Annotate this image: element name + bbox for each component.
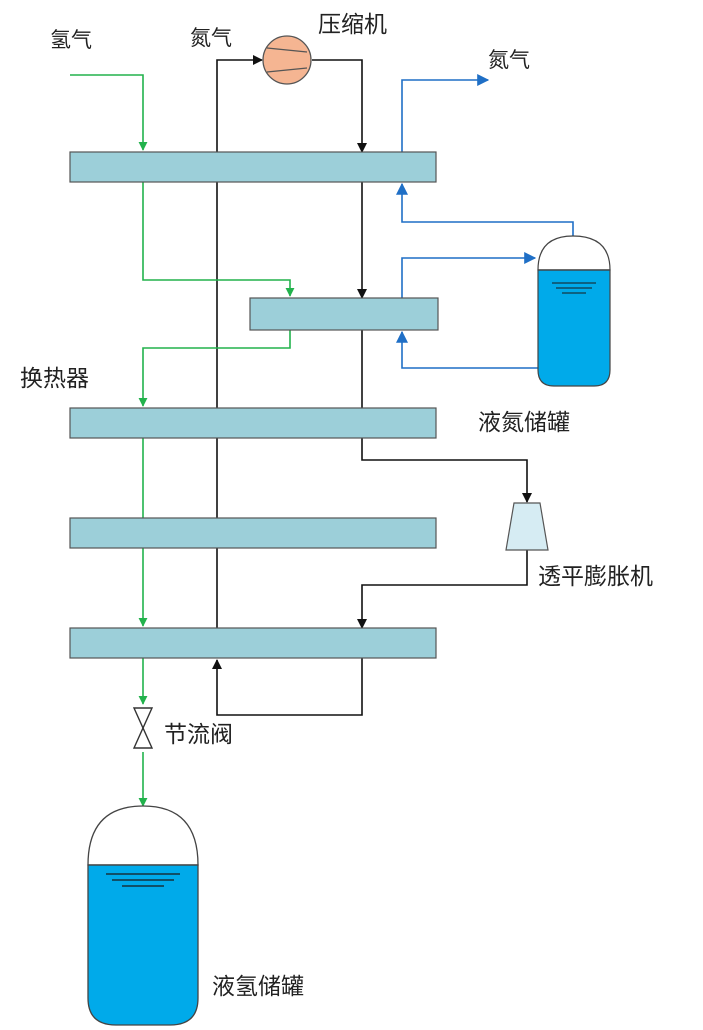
compressor-outlet-line bbox=[312, 59, 367, 153]
hydrogen-lines bbox=[70, 74, 295, 807]
turbine-expander-icon bbox=[505, 502, 549, 551]
ln2-to-hx2-line bbox=[396, 330, 538, 369]
heat-exchanger-4 bbox=[69, 517, 437, 549]
hx5-return-line bbox=[212, 658, 363, 716]
ln2-vapor-return-line bbox=[396, 182, 574, 248]
hydrogen-feed-label: 氢气 bbox=[50, 28, 92, 52]
turbo-expander-label: 透平膨胀机 bbox=[538, 564, 653, 590]
heat-exchanger-3 bbox=[69, 407, 437, 439]
heat-exchanger-2 bbox=[249, 297, 439, 331]
lh2-tank-label: 液氢储罐 bbox=[212, 974, 304, 1000]
heat-exchanger-5 bbox=[69, 627, 437, 659]
expander-to-hx5-line bbox=[357, 550, 528, 629]
ln2-tank-label: 液氮储罐 bbox=[478, 410, 570, 436]
lh2-storage-tank-icon bbox=[87, 805, 199, 1026]
hx3-to-expander-line bbox=[361, 438, 532, 503]
compressor-label: 压缩机 bbox=[318, 12, 387, 38]
nitrogen-vent-line bbox=[401, 74, 490, 152]
heat-exchanger-label: 换热器 bbox=[20, 366, 89, 392]
throttle-valve-label: 节流阀 bbox=[164, 722, 233, 748]
nitrogen-loop-label: 氮气 bbox=[190, 26, 232, 50]
nitrogen-loop-lines bbox=[212, 55, 532, 716]
throttle-valve-icon bbox=[132, 707, 154, 749]
heat-exchanger-1 bbox=[69, 151, 437, 183]
nitrogen-vent-label: 氮气 bbox=[488, 48, 530, 72]
compressor-icon bbox=[262, 35, 312, 85]
hydrogen-hx2-to-hx3-line bbox=[138, 330, 291, 407]
hydrogen-feed-line bbox=[70, 74, 148, 151]
heat-exchangers bbox=[69, 151, 439, 659]
ln2-storage-tank-icon bbox=[537, 235, 611, 387]
compressor-inlet-line bbox=[216, 55, 263, 655]
ln2-lines bbox=[396, 74, 574, 369]
hydrogen-hx1-to-hx2-line bbox=[142, 182, 295, 297]
ln2-tank-feed-line bbox=[401, 252, 537, 298]
